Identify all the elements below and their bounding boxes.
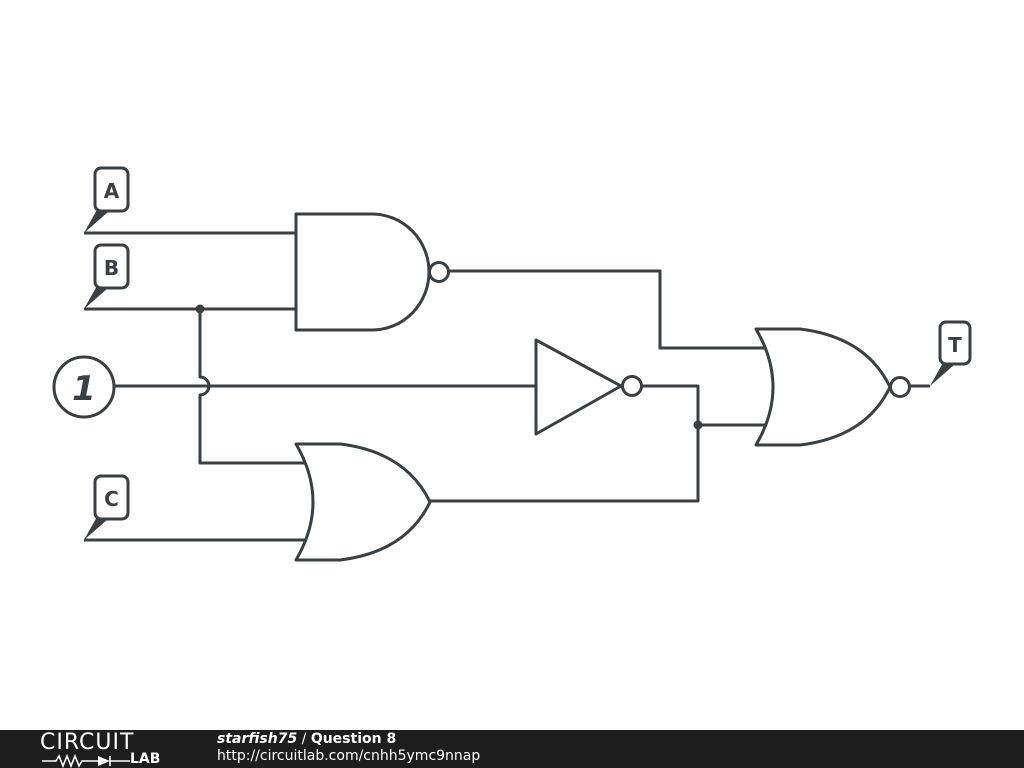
or-gate-body — [294, 442, 432, 562]
input-label-b-pointer — [84, 284, 108, 309]
or-gate — [294, 442, 432, 562]
nand-gate-body — [294, 212, 431, 332]
input-label-b-box — [93, 243, 130, 290]
input-label-a: A — [84, 166, 130, 233]
constant-source: 1 — [52, 355, 116, 419]
input-label-c-text: C — [104, 487, 119, 511]
input-label-a-pointer — [84, 208, 108, 233]
logo-text-top: CIRCUIT — [40, 730, 135, 755]
nor-gate-body — [754, 327, 892, 447]
wire-or-out — [430, 425, 700, 503]
input-label-c-pointer — [84, 515, 108, 540]
output-label-t-text: T — [948, 333, 962, 357]
footer-title-line: starfish75 / Question 8 — [217, 731, 480, 748]
wire-not-out — [642, 384, 700, 425]
junction-dot-or — [693, 420, 703, 430]
logo-text-bottom: LAB — [130, 751, 161, 767]
nor-gate — [754, 327, 911, 447]
output-label-t-box — [938, 320, 972, 366]
input-label-a-text: A — [104, 179, 120, 203]
nand-gate-bubble — [428, 261, 450, 283]
circuit-title: Question 8 — [310, 731, 397, 747]
resistor-diode-icon — [42, 754, 130, 768]
input-label-b: B — [84, 243, 130, 309]
junction-dot-b — [195, 304, 205, 314]
footer-info: starfish75 / Question 8 http://circuitla… — [217, 731, 480, 765]
not-gate — [534, 338, 643, 436]
constant-source-text: 1 — [72, 369, 96, 409]
input-label-b-text: B — [104, 256, 119, 280]
wire-nand-out — [449, 269, 768, 350]
not-gate-bubble — [621, 375, 643, 397]
nand-gate — [294, 212, 450, 332]
title-separator: / — [297, 731, 311, 747]
input-label-c-box — [93, 474, 130, 521]
circuit-url[interactable]: http://circuitlab.com/cnhh5ymc9nnap — [217, 748, 481, 764]
footer-bar: CIRCUIT LAB starfish75 / Question 8 http… — [0, 730, 1024, 768]
output-label-t: T — [930, 320, 972, 386]
wires — [84, 231, 930, 542]
input-label-c: C — [84, 474, 130, 540]
input-label-a-box — [93, 166, 130, 213]
not-gate-body — [534, 338, 623, 436]
author-link[interactable]: starfish75 — [217, 731, 298, 747]
constant-source-circle — [52, 355, 116, 419]
circuitlab-logo[interactable]: CIRCUIT LAB — [40, 730, 180, 768]
output-label-t-pointer — [930, 361, 954, 386]
nor-gate-bubble — [889, 376, 911, 398]
